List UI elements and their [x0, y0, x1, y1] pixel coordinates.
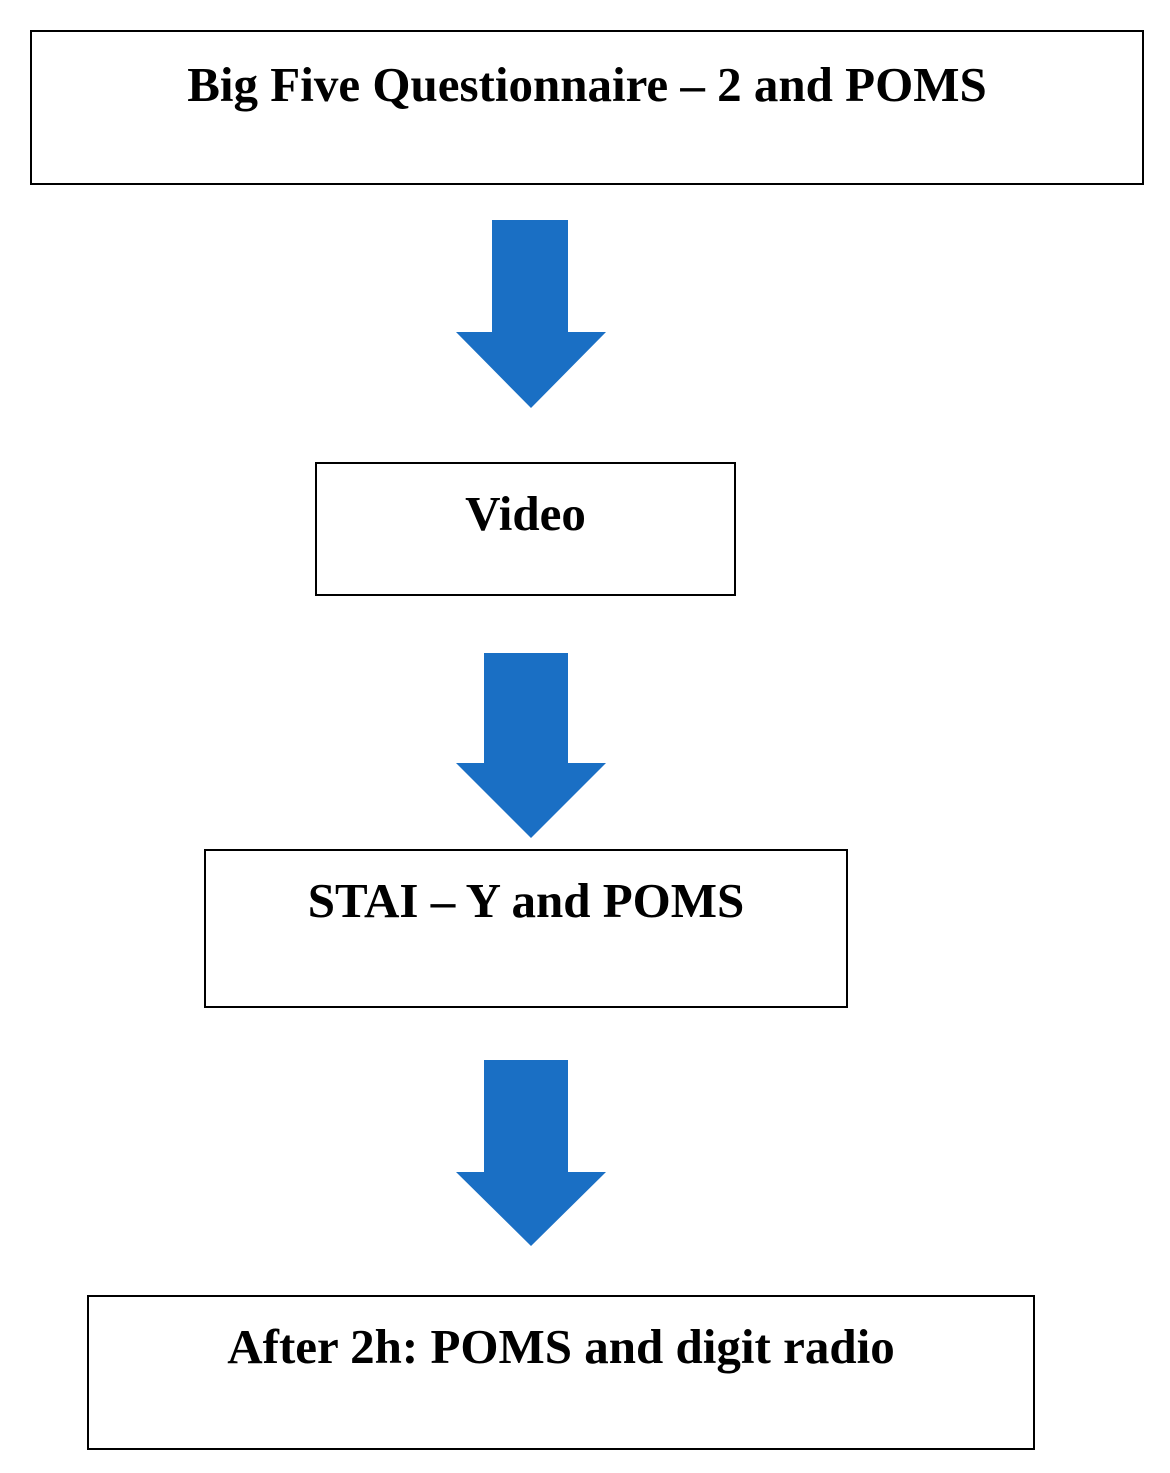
flow-step-2-label: Video — [465, 486, 586, 541]
down-arrow-icon — [456, 653, 606, 838]
flow-step-1: Big Five Questionnaire – 2 and POMS — [30, 30, 1144, 185]
down-arrow-icon — [456, 1060, 606, 1246]
down-arrow-icon — [456, 220, 606, 408]
flow-step-2: Video — [315, 462, 736, 596]
flow-step-1-label: Big Five Questionnaire – 2 and POMS — [187, 57, 987, 112]
flow-step-3-label: STAI – Y and POMS — [307, 873, 745, 928]
flow-step-4: After 2h: POMS and digit radio — [87, 1295, 1035, 1450]
flow-step-3: STAI – Y and POMS — [204, 849, 848, 1008]
flow-step-4-label: After 2h: POMS and digit radio — [227, 1319, 895, 1374]
